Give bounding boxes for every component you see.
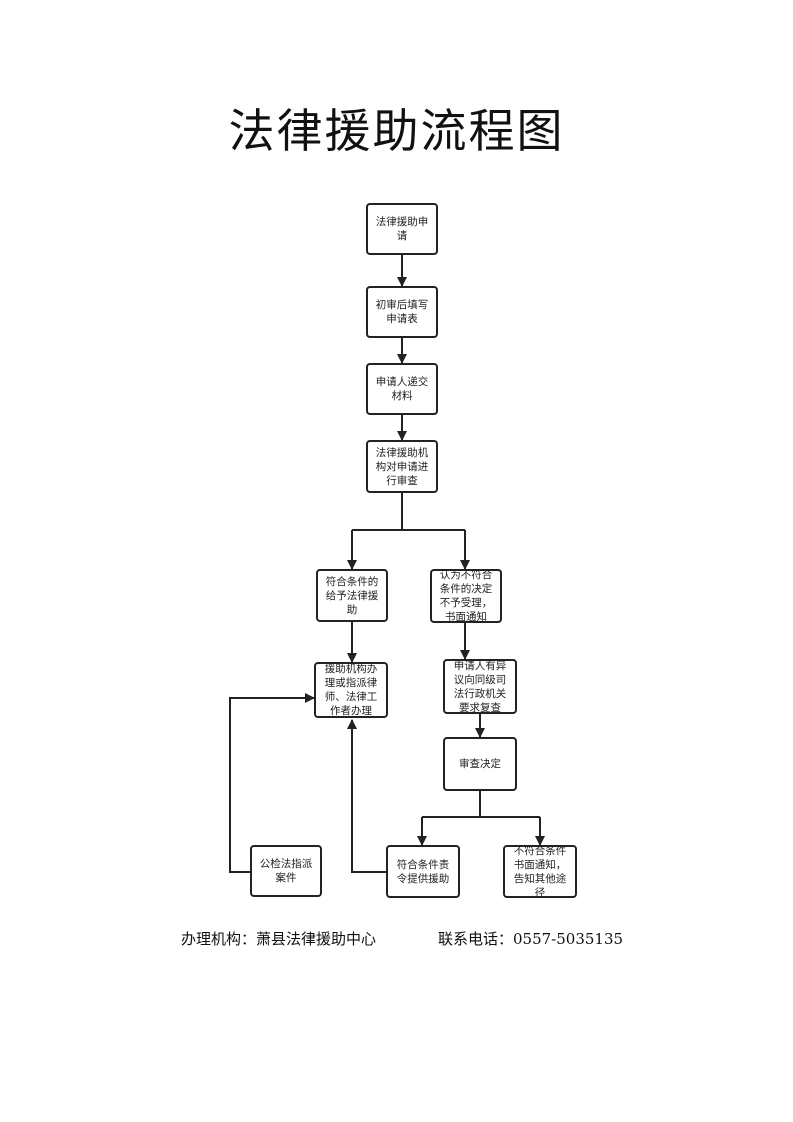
node-agency-review: 法律援助机构对申请进行审查 <box>366 440 438 493</box>
node-label: 初审后填写申请表 <box>375 299 429 325</box>
node-label: 公检法指派案件 <box>259 858 313 884</box>
node-handle-or-assign: 援助机构办理或指派律师、法律工作者办理 <box>314 662 388 718</box>
node-reject-other-channels: 不符合条件书面通知，告知其他途径 <box>503 844 577 899</box>
node-label: 审查决定 <box>459 758 501 770</box>
node-label: 法律援助申请 <box>375 216 429 242</box>
arrow-n12-n7 <box>229 693 315 873</box>
footer-phone: 联系电话：0557-5035135 <box>438 930 624 948</box>
node-ordered-aid: 符合条件责令提供援助 <box>386 845 460 898</box>
node-legal-aid-application: 法律援助申请 <box>366 203 438 255</box>
node-label: 援助机构办理或指派律师、法律工作者办理 <box>324 663 378 717</box>
node-objection-review: 申请人有异议向同级司法行政机关要求复查 <box>443 659 517 714</box>
node-label: 认为不符合条件的决定不予受理，书面通知 <box>439 569 493 623</box>
node-preliminary-review: 初审后填写申请表 <box>366 286 438 338</box>
node-grant-aid: 符合条件的给予法律援助 <box>316 569 388 622</box>
node-submit-materials: 申请人递交材料 <box>366 363 438 415</box>
node-assigned-cases: 公检法指派案件 <box>250 845 322 897</box>
node-reject-notice: 认为不符合条件的决定不予受理，书面通知 <box>430 569 502 623</box>
node-label: 申请人递交材料 <box>375 376 429 402</box>
node-label: 法律援助机构对申请进行审查 <box>375 446 429 487</box>
footer-organization: 办理机构：萧县法律援助中心 <box>181 930 377 948</box>
node-review-decision: 审查决定 <box>443 737 517 791</box>
page-title: 法律援助流程图 <box>228 104 565 158</box>
node-label: 符合条件的给予法律援助 <box>325 575 379 616</box>
node-label: 不符合条件书面通知，告知其他途径 <box>513 844 567 899</box>
node-label: 申请人有异议向同级司法行政机关要求复查 <box>453 659 507 714</box>
arrow-n10-n7 <box>347 719 386 873</box>
node-label: 符合条件责令提供援助 <box>396 858 450 885</box>
